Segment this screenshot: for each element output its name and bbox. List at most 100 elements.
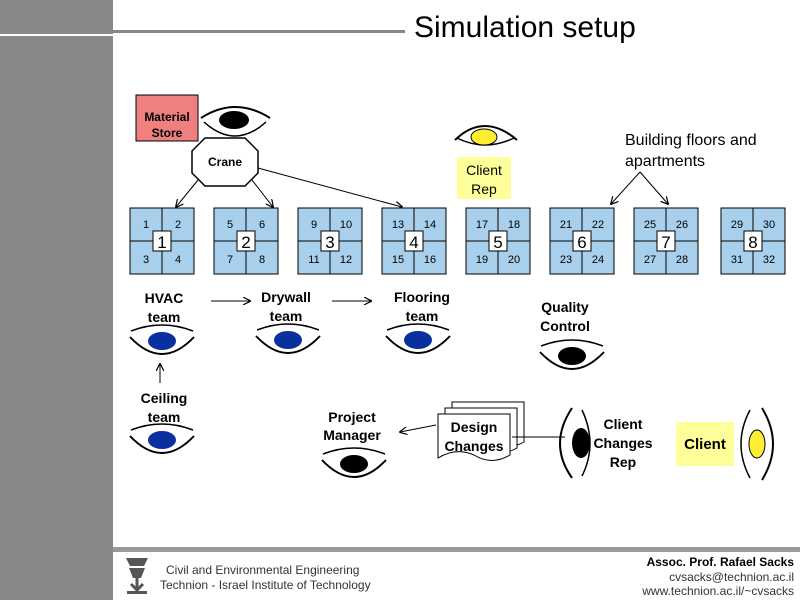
flooring-label-1: Flooring	[394, 289, 450, 305]
apartment-number: 14	[424, 219, 436, 231]
eye-icon	[200, 106, 271, 137]
ccrep-label-3: Rep	[610, 454, 636, 470]
caption-arrow-floor7	[639, 171, 668, 204]
apartment-number: 17	[476, 219, 488, 231]
page-title: Simulation setup	[414, 11, 636, 44]
title-rule	[0, 30, 405, 33]
apartment-number: 31	[731, 254, 743, 266]
apartment-number: 20	[508, 254, 520, 266]
apartment-number: 7	[227, 254, 233, 266]
hvac-label-2: team	[148, 309, 181, 325]
crane-arrow-floor1	[176, 179, 199, 207]
drywall-label-1: Drywall	[261, 289, 311, 305]
apartment-number: 21	[560, 219, 572, 231]
floor-number: 6	[577, 233, 586, 252]
client-eye-icon	[740, 407, 774, 481]
hvac-eye-icon	[129, 324, 195, 355]
ccrep-label-2: Changes	[593, 435, 652, 451]
quality-eye-icon	[539, 339, 605, 370]
team-eyes-group	[129, 323, 605, 478]
design-changes-label-1: Design	[451, 419, 498, 435]
ceiling-label-1: Ceiling	[141, 390, 188, 406]
crane-label: Crane	[208, 155, 242, 169]
floor-6: 21 22 23 24 6	[549, 207, 615, 275]
footer-dept-line1: Civil and Environmental Engineering	[166, 563, 360, 577]
apartment-number: 11	[308, 254, 319, 266]
client-rep-block: Client Rep	[457, 157, 511, 199]
apartment-number: 29	[731, 219, 743, 231]
client-rep-eye-icon	[454, 125, 518, 146]
caption-arrow-floor6	[611, 171, 641, 204]
apartment-number: 22	[592, 219, 604, 231]
apartment-number: 1	[143, 219, 149, 231]
floor-number: 2	[241, 233, 250, 252]
material-store-label-2: Store	[152, 126, 183, 140]
client-changes-rep-eye-icon	[559, 407, 591, 479]
drywall-label-2: team	[270, 308, 303, 324]
apartment-number: 23	[560, 254, 572, 266]
floor-4: 13 14 15 16 4	[381, 207, 447, 275]
apartment-number: 2	[175, 219, 181, 231]
sidebar-notch	[0, 34, 113, 36]
apartment-number: 25	[644, 219, 656, 231]
apartment-number: 15	[392, 254, 404, 266]
ceiling-eye-icon	[129, 423, 195, 454]
apartment-number: 5	[227, 219, 233, 231]
ceiling-label-2: team	[148, 409, 181, 425]
crane-node: Crane	[191, 137, 259, 187]
project-manager-label-2: Manager	[323, 427, 381, 443]
apartment-number: 19	[476, 254, 488, 266]
apartment-number: 26	[676, 219, 688, 231]
building-caption-2: apartments	[625, 153, 705, 170]
technion-logo-icon	[126, 558, 148, 594]
footer-web: www.technion.ac.il/~cvsacks	[642, 584, 794, 598]
floor-number: 3	[325, 233, 334, 252]
apartment-number: 13	[392, 219, 404, 231]
footer-email: cvsacks@technion.ac.il	[669, 570, 794, 584]
left-sidebar	[0, 0, 113, 600]
apartment-number: 30	[763, 219, 775, 231]
design-to-pm-arrow	[400, 424, 437, 432]
footer-author: Assoc. Prof. Rafael Sacks	[646, 555, 794, 569]
floor-2: 5 6 7 82	[213, 207, 279, 275]
project-manager-eye-icon	[321, 447, 387, 478]
client-block: Client	[676, 422, 734, 466]
apartment-number: 16	[424, 254, 436, 266]
drywall-eye-icon	[255, 323, 321, 354]
floor-3: 9 10 11 12 3	[297, 207, 363, 275]
apartment-number: 6	[259, 219, 265, 231]
floor-number: 5	[493, 233, 502, 252]
apartment-number: 3	[143, 254, 149, 266]
apartment-number: 8	[259, 254, 265, 266]
hvac-label-1: HVAC	[145, 290, 184, 306]
project-manager-label-1: Project	[328, 409, 376, 425]
material-store-block: Material Store	[135, 94, 199, 142]
crane-arrow-floor2	[251, 179, 273, 207]
material-store-label-1: Material	[144, 110, 189, 124]
footer-bar	[113, 547, 800, 552]
crane-arrow-floor4	[257, 167, 402, 207]
design-changes-docs: Design Changes	[437, 401, 525, 461]
footer-dept-line2: Technion - Israel Institute of Technolog…	[160, 578, 371, 592]
client-label: Client	[684, 436, 726, 453]
flooring-eye-icon	[385, 323, 451, 354]
quality-label-1: Quality	[541, 299, 589, 315]
apartment-number: 24	[592, 254, 604, 266]
flooring-label-2: team	[406, 308, 439, 324]
apartment-number: 28	[676, 254, 688, 266]
client-rep-label-1: Client	[466, 162, 502, 178]
apartment-number: 12	[340, 254, 352, 266]
apartment-number: 4	[175, 254, 181, 266]
apartment-number: 10	[340, 219, 352, 231]
apartment-number: 9	[311, 219, 317, 231]
floor-number: 4	[409, 233, 418, 252]
apartment-number: 27	[644, 254, 656, 266]
building-caption-1: Building floors and	[625, 132, 757, 149]
apartment-number: 32	[763, 254, 775, 266]
ccrep-label-1: Client	[604, 416, 643, 432]
